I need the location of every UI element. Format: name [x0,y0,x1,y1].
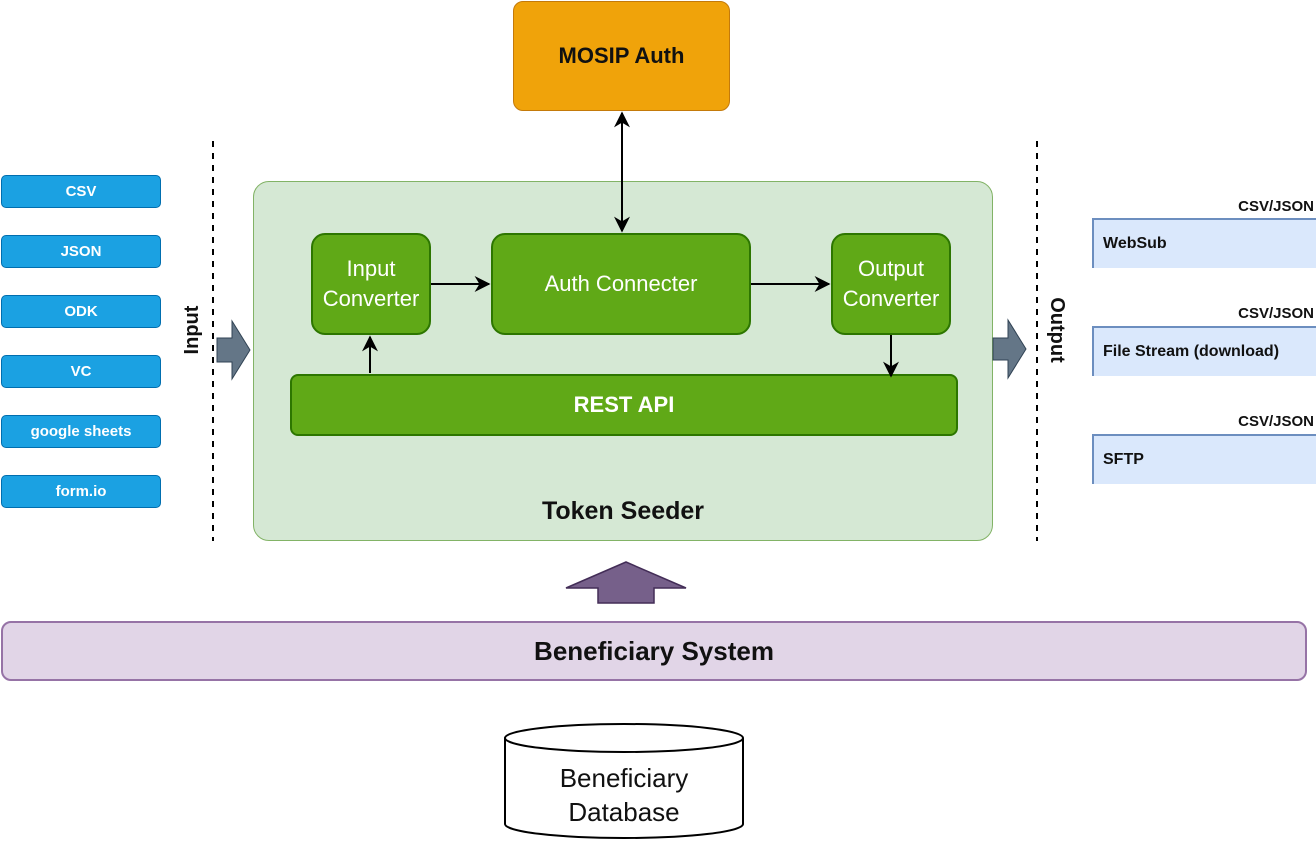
rest-api-label: REST API [573,392,675,417]
input-label: Input [180,305,203,355]
input-source-label: JSON [60,243,102,260]
input-source-label: CSV [65,183,97,200]
up-block-arrow-icon [565,561,687,604]
mosip-auth-box[interactable]: MOSIP Auth [513,1,730,111]
beneficiary-system-box[interactable]: Beneficiary System [1,621,1307,681]
input-converter-box[interactable]: Input Converter [311,233,431,335]
input-source-label: form.io [55,483,107,500]
output-label: Output [1046,297,1069,363]
auth-connecter-box[interactable]: Auth Connecter [491,233,751,335]
output-block-arrow-icon [992,318,1027,380]
beneficiary-database-text: Beneficiary Database [559,763,689,827]
output-converter-label: Output Converter [842,256,940,311]
input-converter-label: Input Converter [322,256,420,311]
auth-connecter-label: Auth Connecter [544,271,698,296]
output-target-label: SFTP [1103,451,1144,468]
input-block-arrow-icon [216,319,251,381]
beneficiary-system-label: Beneficiary System [534,635,774,666]
output-format-label: CSV/JSON [1238,305,1314,322]
mosip-auth-label: MOSIP Auth [558,43,685,68]
rest-api-box[interactable]: REST API [290,374,958,436]
input-source-label: ODK [64,303,98,320]
input-source-csv[interactable]: CSV [1,175,161,208]
beneficiary-database-label[interactable]: Beneficiary Database [505,760,743,830]
output-converter-box[interactable]: Output Converter [831,233,951,335]
input-source-formio[interactable]: form.io [1,475,161,508]
output-format-label: CSV/JSON [1238,413,1314,430]
token-seeder-title: Token Seeder [541,496,705,525]
output-target-file-stream[interactable]: File Stream (download) [1092,326,1316,376]
input-source-label: VC [70,363,92,380]
input-source-vc[interactable]: VC [1,355,161,388]
output-target-label: File Stream (download) [1103,343,1280,360]
output-format-label: CSV/JSON [1238,198,1314,215]
input-source-label: google sheets [30,423,132,440]
output-target-label: WebSub [1103,235,1167,252]
output-target-websub[interactable]: WebSub [1092,218,1316,268]
output-target-sftp[interactable]: SFTP [1092,434,1316,484]
input-source-google-sheets[interactable]: google sheets [1,415,161,448]
input-source-odk[interactable]: ODK [1,295,161,328]
input-source-json[interactable]: JSON [1,235,161,268]
